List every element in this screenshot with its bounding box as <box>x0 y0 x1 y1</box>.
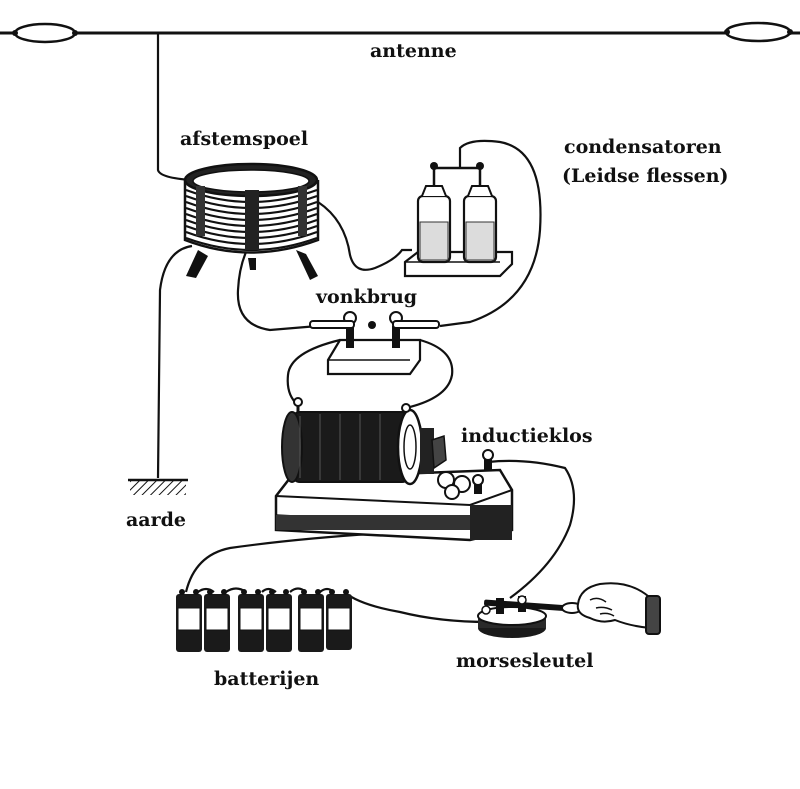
leyden-jar-right <box>462 162 498 264</box>
morse-key <box>477 595 583 638</box>
label-induction-coil: inductieklos <box>461 425 593 447</box>
battery-cell <box>238 589 264 652</box>
battery-cell <box>266 589 292 652</box>
label-spark-gap: vonkbrug <box>316 286 418 308</box>
label-capacitors-line2: (Leidse flessen) <box>562 165 729 187</box>
antenna-insulator-right <box>724 21 793 43</box>
operator-hand <box>576 582 661 635</box>
battery-cell <box>176 589 202 652</box>
label-morse-key: morsesleutel <box>456 650 594 672</box>
battery-cell <box>204 589 230 652</box>
label-capacitors-line1: condensatoren <box>564 136 722 158</box>
antenna-insulator-left <box>12 22 78 44</box>
label-antenna: antenne <box>370 40 457 62</box>
tuning-coil <box>183 162 320 280</box>
battery-cells <box>176 589 352 652</box>
ground-symbol <box>128 478 188 495</box>
induction-coil <box>274 397 514 542</box>
battery-cell <box>326 589 352 650</box>
label-batteries: batterijen <box>214 668 320 690</box>
spark-gap <box>309 311 440 376</box>
label-ground: aarde <box>126 509 187 531</box>
leyden-jars <box>403 162 514 278</box>
leyden-jar-left <box>416 162 452 264</box>
label-tuning-coil: afstemspoel <box>180 128 309 150</box>
battery-cell <box>298 589 324 652</box>
